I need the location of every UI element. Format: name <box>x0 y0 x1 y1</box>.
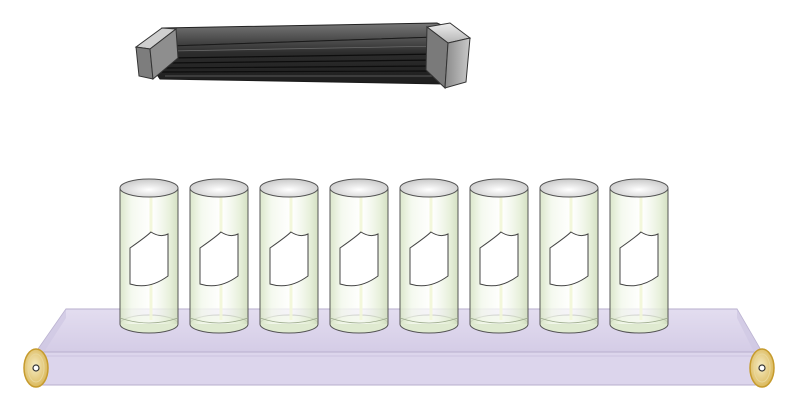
bottle-icon <box>609 178 669 334</box>
sensor-right-cap <box>425 22 472 90</box>
bottle-icon <box>469 178 529 334</box>
bottle-icon <box>539 178 599 334</box>
bottle-label <box>549 231 589 287</box>
roller-icon-right <box>749 348 775 388</box>
bottle-icon <box>399 178 459 334</box>
bottle-label <box>339 231 379 287</box>
bottle-icon <box>119 178 179 334</box>
bottle-icon <box>329 178 389 334</box>
inspection-scanner-icon <box>134 22 472 90</box>
bottle-label <box>129 231 169 287</box>
bottle-icon <box>189 178 249 334</box>
bottle-icon <box>259 178 319 334</box>
sensor-slot <box>161 53 441 73</box>
bottle-label <box>479 231 519 287</box>
bottle-label <box>619 231 659 287</box>
bottle-row <box>119 178 669 334</box>
bottle-label <box>409 231 449 287</box>
bottle-label <box>199 231 239 287</box>
bottle-label <box>269 231 309 287</box>
roller-icon-left <box>23 348 49 388</box>
sensor-left-cap <box>134 27 179 80</box>
